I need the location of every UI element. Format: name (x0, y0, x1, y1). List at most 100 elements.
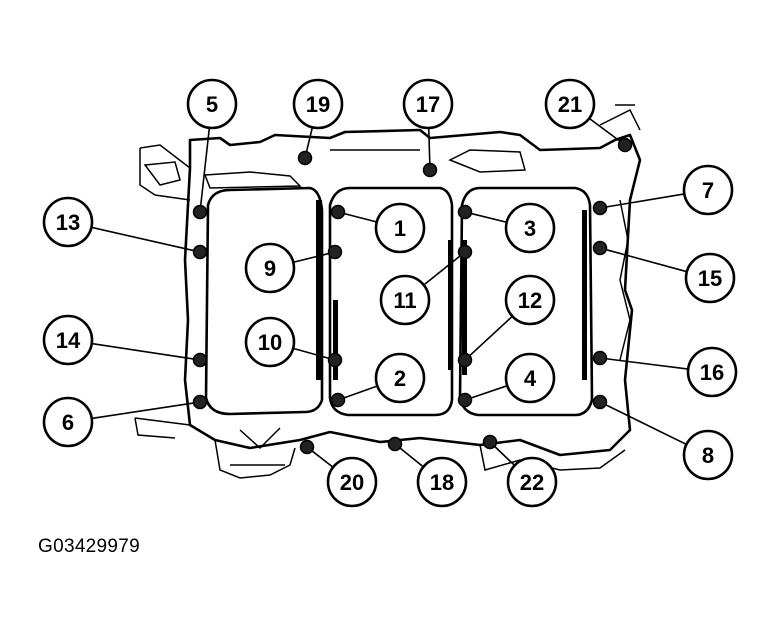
leader-line-12 (468, 315, 513, 357)
callout-circle (326, 456, 378, 508)
callout-20: 20 (326, 456, 378, 508)
callout-number: 4 (524, 366, 537, 391)
callout-1: 1 (374, 202, 426, 254)
callout-circle (186, 78, 238, 130)
leader-line-18 (399, 447, 424, 468)
leader-lines (91, 117, 689, 468)
callout-number: 21 (558, 92, 582, 117)
leader-line-8 (605, 403, 687, 446)
leader-line-15 (605, 248, 688, 273)
callout-circle (416, 456, 468, 508)
callout-circle (244, 242, 296, 294)
leader-line-6 (91, 402, 195, 420)
bolt-19 (297, 150, 313, 166)
callout-circle (402, 78, 454, 130)
bolt-18 (387, 436, 403, 452)
callout-number: 20 (340, 470, 364, 495)
leader-line-16 (605, 357, 689, 370)
callout-4: 4 (504, 352, 556, 404)
callout-number: 16 (700, 360, 724, 385)
leader-line-17 (427, 127, 431, 165)
bolt-11 (457, 244, 473, 260)
callout-number: 7 (702, 178, 714, 203)
callout-number: 11 (393, 288, 416, 313)
bolt-8 (592, 394, 608, 410)
callout-11: 11 (379, 274, 431, 326)
callout-circle (42, 196, 94, 248)
callout-12: 12 (504, 274, 556, 326)
callout-circle (42, 396, 94, 448)
callout-circle (374, 352, 426, 404)
leader-line-5 (199, 127, 211, 207)
callout-circle (684, 252, 736, 304)
callout-circle (504, 202, 556, 254)
bolt-10 (327, 352, 343, 368)
callout-19: 19 (292, 78, 344, 130)
callout-circle (504, 274, 556, 326)
bolt-14 (192, 352, 208, 368)
callout-8: 8 (682, 429, 734, 481)
callout-circle (544, 78, 596, 130)
callout-number: 17 (416, 92, 440, 117)
callout-16: 16 (686, 346, 738, 398)
callout-circle (682, 429, 734, 481)
bolt-4 (457, 392, 473, 408)
callout-number: 14 (56, 328, 81, 353)
callout-18: 18 (416, 456, 468, 508)
bolt-3 (457, 204, 473, 220)
callout-9: 9 (244, 242, 296, 294)
bolt-15 (592, 240, 608, 256)
bolt-22 (482, 434, 498, 450)
leader-line-22 (493, 445, 516, 467)
housing-outline (134, 104, 642, 479)
leader-line-9 (293, 252, 330, 264)
callout-number: 13 (56, 210, 80, 235)
leader-line-1 (343, 212, 377, 223)
bolt-6 (192, 394, 208, 410)
callout-circle (42, 314, 94, 366)
leader-line-7 (605, 193, 685, 208)
callout-6: 6 (42, 396, 94, 448)
leader-line-13 (91, 226, 195, 252)
bolt-16 (592, 350, 608, 366)
callout-2: 2 (374, 352, 426, 404)
bolt-21 (617, 137, 633, 153)
leader-line-21 (588, 117, 621, 143)
bolt-markers (192, 137, 633, 455)
callout-17: 17 (402, 78, 454, 130)
callout-15: 15 (684, 252, 736, 304)
callout-number: 19 (306, 92, 330, 117)
callout-number: 15 (698, 266, 722, 291)
bolt-20 (299, 439, 315, 455)
divider-ribs (316, 200, 587, 380)
leader-line-20 (311, 450, 334, 468)
callout-number: 2 (394, 366, 406, 391)
leader-line-14 (91, 342, 195, 360)
callout-number: 6 (62, 410, 74, 435)
callout-14: 14 (42, 314, 94, 366)
bolt-7 (592, 200, 608, 216)
callout-number: 3 (524, 216, 536, 241)
bolt-5 (192, 204, 208, 220)
callout-number: 12 (518, 288, 542, 313)
callout-circle (682, 164, 734, 216)
leader-line-11 (423, 255, 461, 286)
leader-line-2 (343, 385, 378, 399)
bolt-2 (330, 392, 346, 408)
leader-line-4 (470, 384, 508, 399)
leader-line-19 (305, 127, 314, 153)
bolt-1 (330, 204, 346, 220)
callout-circle (292, 78, 344, 130)
bolt-12 (457, 352, 473, 368)
callout-21: 21 (544, 78, 596, 130)
callout-number: 9 (264, 256, 276, 281)
callout-number: 18 (430, 470, 454, 495)
callout-number: 10 (258, 330, 282, 355)
callout-circle (506, 456, 558, 508)
callout-number: 8 (702, 443, 714, 468)
inner-panels (204, 186, 594, 417)
callout-circle (374, 202, 426, 254)
callout-7: 7 (682, 164, 734, 216)
